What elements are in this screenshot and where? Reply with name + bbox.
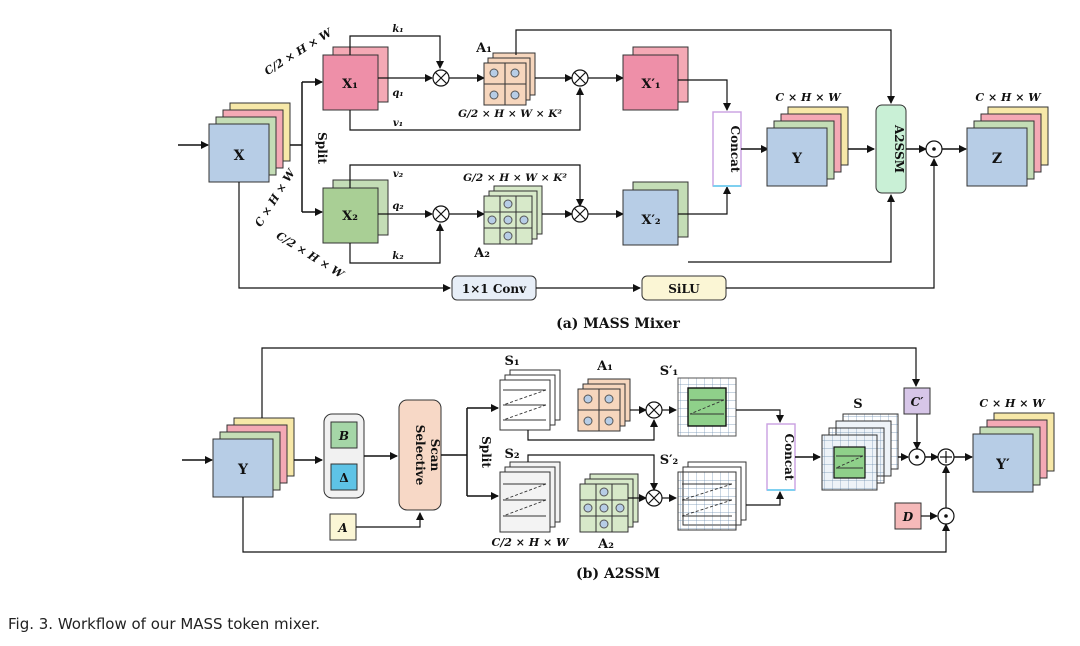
s2-label: S₂ [504,447,519,462]
mass-token-mixer-figure: X C × H × W Split X₁ C/2 × H × W X₂ C/2 … [178,24,1055,582]
figure-caption: Fig. 3. Workflow of our MASS token mixer… [8,615,321,633]
mul-op-2 [571,69,589,87]
concat-box-a [712,111,742,187]
feature-stack-y-b [212,417,295,498]
concat-label-b: Concat [782,434,796,481]
s1-stack [499,369,561,431]
selective-label: Selective [413,425,427,486]
y-prime-label: Y′ [995,457,1010,473]
elementwise-mul-b2 [937,507,955,525]
a2ssm-label: A2SSM [892,124,906,173]
a-param [329,513,357,541]
x2p-block [622,189,679,246]
s1p-block [677,377,737,437]
delta-label: Δ [339,471,348,485]
panel-a: X C × H × W Split X₁ C/2 × H × W X₂ C/2 … [178,24,1049,332]
x-label: X [234,148,245,164]
panel-a-title: (a) MASS Mixer [556,316,680,332]
elementwise-mul-a [925,140,943,158]
scan-label: Scan [428,439,442,472]
v2-label: v₂ [393,169,404,180]
silu-label: SiLU [668,282,700,296]
feature-stack-z [966,106,1049,187]
feature-stack-y-a [766,106,849,187]
a1-label-b: A₁ [596,359,613,374]
s-label: S [853,397,862,412]
b-param [330,421,358,449]
x1-label: X₁ [342,77,358,92]
elementwise-mul-b1 [908,448,926,466]
conv-label: 1×1 Conv [462,282,527,296]
y-dim-label-a: C × H × W [775,91,842,104]
s2p-label: S′₂ [660,453,679,468]
s-stack [821,413,899,491]
b-label: B [338,429,349,443]
mul-op-1 [432,69,450,87]
attention-a2-b [579,473,639,533]
x2p-label: X′₂ [641,213,660,228]
d-label: D [902,510,914,524]
feature-stack-y-prime [972,412,1055,493]
s2p-stack [677,461,747,531]
q2-label: q₂ [392,201,404,212]
s2-stack [499,461,561,533]
concat-box-b [766,423,796,491]
s-dim-label: C/2 × H × W [492,536,571,549]
mul-op-6 [645,489,663,507]
attention-a1-b [577,378,631,432]
attention-a1 [483,52,536,106]
c-label: C′ [911,395,925,409]
attention-a2 [483,185,543,245]
q1-label: q₁ [392,88,403,99]
split-label-b: Split [479,436,493,468]
x1p-block [622,54,679,111]
attn-dim-1: G/2 × H × W × K² [458,108,562,120]
a1-label: A₁ [475,41,492,56]
a2-label: A₂ [473,246,490,261]
a-label: A [337,521,347,535]
mul-op-3 [432,205,450,223]
z-label: Z [992,151,1002,167]
mul-op-5 [645,401,663,419]
y-prime-dim-label: C × H × W [979,397,1046,410]
mul-op-4 [571,205,589,223]
y-label-b: Y [237,462,249,478]
panel-b: Y B Δ A Selective Scan Split [182,347,1055,582]
v1-label: v₁ [393,118,403,129]
delta-param [330,463,358,491]
add-op [937,448,955,466]
s1-label: S₁ [504,354,519,369]
x2-label: X₂ [342,209,358,224]
s1p-label: S′₁ [660,364,679,379]
split-label-a: Split [315,132,329,164]
k1-label: k₁ [392,24,403,35]
concat-label-a: Concat [728,126,742,173]
y-label-a: Y [791,151,803,167]
x1p-label: X′₁ [641,77,660,92]
feature-stack-x [208,102,291,183]
attn-dim-2: G/2 × H × W × K² [463,172,567,184]
z-dim-label: C × H × W [975,91,1042,104]
panel-b-title: (b) A2SSM [576,566,660,582]
k2-label: k₂ [392,251,404,262]
a2-label-b: A₂ [597,537,614,552]
